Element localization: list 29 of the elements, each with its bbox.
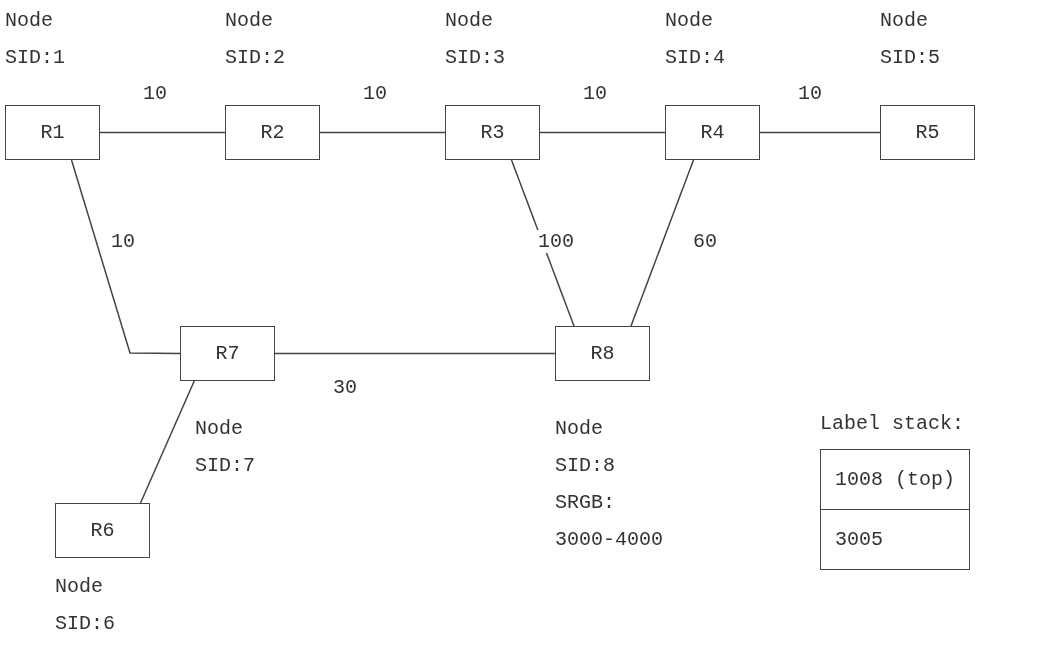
link-line [759, 131, 881, 134]
link-line [319, 131, 446, 134]
router-box: R2 [225, 105, 320, 160]
router-box: R8 [555, 326, 650, 381]
link-line [139, 380, 195, 504]
node-caption: Node SID:3 [445, 8, 506, 71]
router-box: R5 [880, 105, 975, 160]
link-line [539, 131, 666, 134]
router-box: R1 [5, 105, 100, 160]
link-line [630, 159, 695, 327]
link-line [274, 352, 556, 355]
node-caption: Node SID:6 [55, 574, 116, 637]
node-caption: Node SID:7 [195, 416, 256, 479]
link-line [99, 131, 226, 134]
router-box: R3 [445, 105, 540, 160]
node-caption: Node SID:5 [880, 8, 941, 71]
router-box: R6 [55, 503, 150, 558]
node-caption: Node SID:4 [665, 8, 726, 71]
stack-heading: Label stack: [820, 412, 966, 435]
link-line [70, 159, 181, 355]
stack-entry: 1008 (top) [834, 467, 957, 493]
node-caption: Node SID:2 [225, 8, 286, 71]
node-caption: Node SID:1 [5, 8, 66, 71]
router-box: R4 [665, 105, 760, 160]
node-caption: Node SID:8 [555, 416, 616, 479]
link-line [510, 159, 575, 327]
router-box: R7 [180, 326, 275, 381]
node-caption: SRGB: 3000-4000 [555, 490, 665, 553]
stack-entry: 3005 [821, 509, 970, 569]
